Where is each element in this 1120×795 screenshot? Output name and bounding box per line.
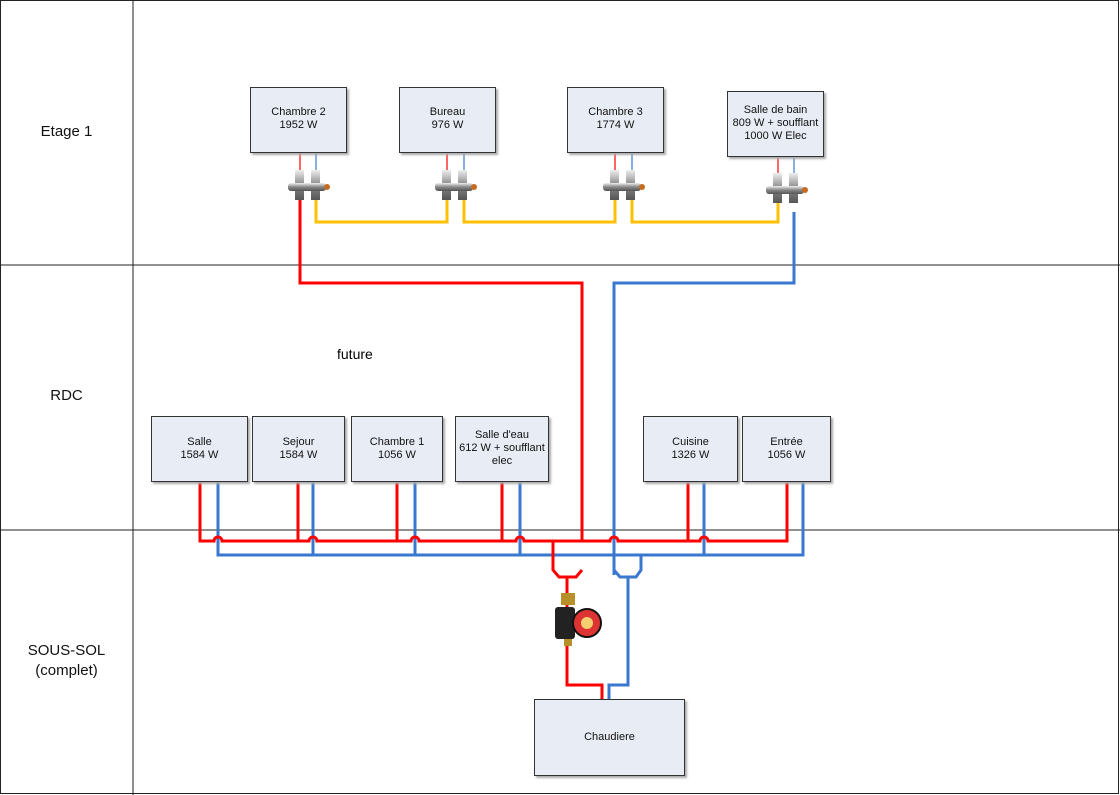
room-salle: Salle 1584 W bbox=[151, 416, 248, 482]
return-riser bbox=[612, 212, 796, 575]
room-entree: Entrée 1056 W bbox=[742, 416, 831, 482]
pump-icon bbox=[555, 593, 602, 646]
level-label-rdc: RDC bbox=[50, 387, 83, 404]
future-note: future bbox=[337, 346, 373, 362]
valve-icons bbox=[288, 170, 808, 203]
room-chambre-3: Chambre 3 1774 W bbox=[567, 87, 664, 153]
room-salle-deau: Salle d'eau 612 W + soufflant elec bbox=[455, 416, 549, 482]
level-label-sous-sol: SOUS-SOL (complet) bbox=[27, 642, 106, 679]
valve-icon bbox=[435, 170, 477, 200]
room-sejour: Sejour 1584 W bbox=[252, 416, 345, 482]
rdc-supply-collector bbox=[198, 481, 789, 700]
room-chambre-1: Chambre 1 1056 W bbox=[351, 416, 443, 482]
level-label-etage1: Etage 1 bbox=[40, 123, 93, 140]
supply-riser bbox=[298, 200, 584, 541]
boiler-box: Chaudiere bbox=[534, 699, 685, 776]
rdc-return-collector bbox=[216, 481, 805, 700]
valve-icon bbox=[766, 173, 808, 203]
room-bureau: Bureau 976 W bbox=[399, 87, 496, 153]
room-cuisine: Cuisine 1326 W bbox=[643, 416, 738, 482]
valve-icon bbox=[288, 170, 330, 200]
room-salle-de-bain: Salle de bain 809 W + soufflant 1000 W E… bbox=[727, 91, 824, 157]
valve-icon bbox=[603, 170, 645, 200]
yellow-pipe bbox=[314, 200, 780, 224]
room-chambre-2: Chambre 2 1952 W bbox=[250, 87, 347, 153]
